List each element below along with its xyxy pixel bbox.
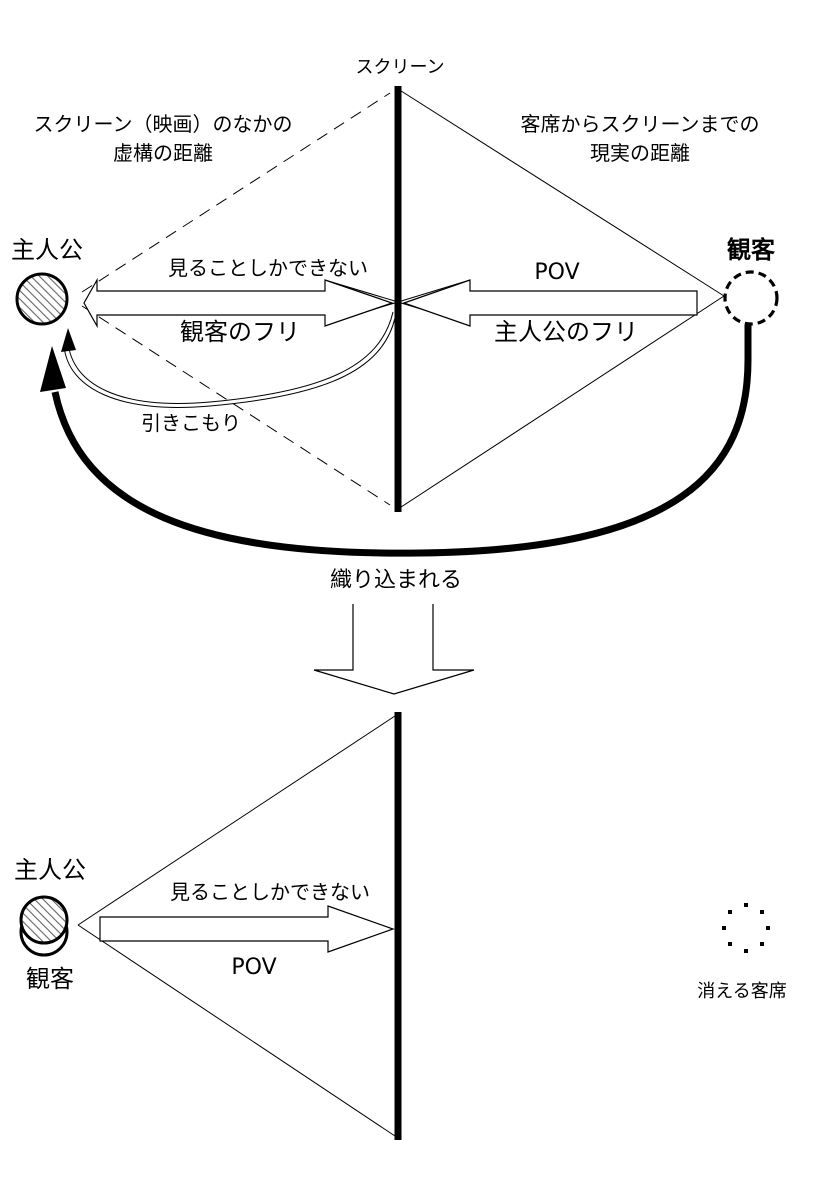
withdrawal-label: 引きこもり (141, 411, 241, 435)
hollow-arrow-to-protagonist (83, 277, 394, 329)
audience-label-top: 観客 (727, 236, 775, 264)
real-line-lower (397, 295, 725, 510)
real-distance-label: 客席からスクリーンまでの 現実の距離 (521, 110, 760, 168)
bottom-line-upper (77, 713, 399, 926)
real-distance-line2: 現実の距離 (590, 141, 690, 165)
pov-label-bottom: POV (231, 955, 277, 980)
fiction-line-upper (81, 92, 391, 293)
fiction-distance-line1: スクリーン（映画）のなかの (33, 112, 293, 136)
return-curve-thick (51, 325, 752, 557)
withdrawal-curve (67, 311, 394, 404)
vanishing-seats-dots (722, 903, 770, 953)
only-see-label-bottom: 見ることしかできない (170, 880, 370, 904)
real-line-upper (397, 88, 725, 297)
transition-arrow (313, 604, 475, 695)
bottom-line-lower (77, 924, 399, 1139)
pretend-protagonist-label: 主人公のフリ (494, 318, 638, 346)
fiction-distance-line2: 虚構の距離 (113, 141, 213, 165)
audience-circle-dashed (723, 270, 779, 326)
transition-label: 織り込まれる (329, 568, 463, 593)
return-arrowhead (40, 346, 66, 392)
fiction-distance-label: スクリーン（映画）のなかの 虚構の距離 (34, 110, 293, 168)
withdrawal-curve-outer (63, 317, 396, 408)
pov-label-top: POV (534, 260, 580, 285)
fiction-line-lower (81, 305, 391, 506)
real-distance-line1: 客席からスクリーンまでの (520, 112, 760, 136)
hollow-arrow-pov (402, 279, 698, 327)
vanishing-seats-label: 消える客席 (697, 981, 787, 1002)
hollow-arrow-bottom (99, 905, 395, 953)
withdrawal-arrowhead (61, 328, 76, 352)
protagonist-label-bottom: 主人公 (14, 856, 86, 884)
protagonist-label-top: 主人公 (11, 236, 83, 264)
screen-label: スクリーン (355, 57, 445, 78)
pretend-audience-label: 観客のフリ (180, 318, 300, 346)
audience-label-bottom: 観客 (26, 965, 74, 993)
protagonist-circle (15, 272, 69, 326)
protagonist-circle-merged (19, 895, 69, 945)
only-see-label-top: 見ることしかできない (168, 256, 368, 280)
